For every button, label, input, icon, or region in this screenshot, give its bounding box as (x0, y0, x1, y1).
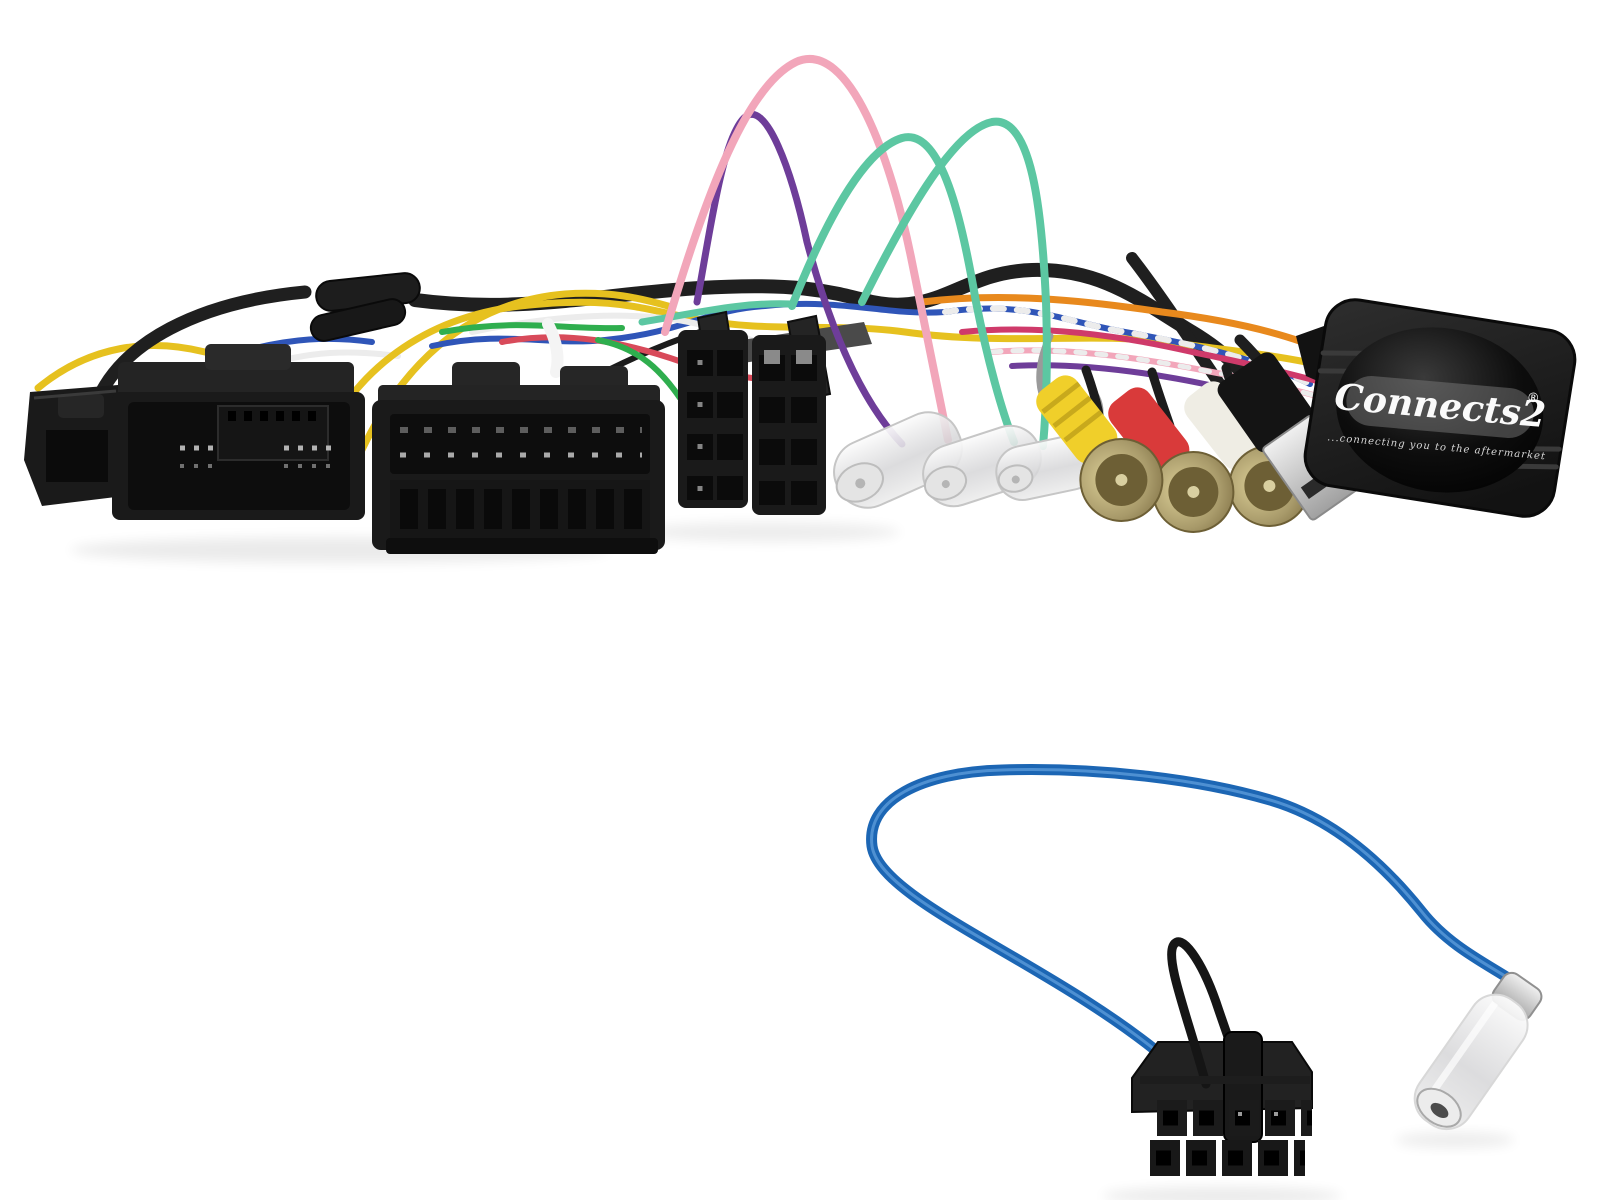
rca-red-boot (1108, 387, 1190, 476)
shadow-mid (640, 522, 900, 542)
din-antenna-socket (1413, 971, 1543, 1131)
logo-registered-mark: ® (1526, 391, 1540, 407)
cable-tie (542, 318, 564, 378)
connector-b-cavity (390, 414, 650, 474)
rca-red-pin (1187, 485, 1200, 498)
rca-plug-red (1108, 387, 1235, 533)
oem-connector-b (372, 362, 665, 554)
bullet-terminals (833, 411, 1097, 509)
y-sleeve-lower (309, 298, 407, 342)
swc-interface-module: Connects2 ® ...connecting you to the aft… (1296, 298, 1577, 518)
wire-purple-loop (693, 111, 906, 448)
iso-b-metal-pin-2 (796, 350, 812, 364)
sub-plug-highlight (33, 389, 117, 400)
sub-plug-cavity (46, 430, 108, 482)
connector-a-latch (205, 344, 291, 370)
rca-yellow-boot (1036, 375, 1118, 464)
antenna-cable (866, 764, 1526, 1068)
wire-green-main (439, 322, 625, 335)
iso-connector-a (678, 330, 748, 508)
oem-sub-plug (24, 385, 130, 506)
bullet-3-hole (1011, 475, 1020, 484)
wire-teal-run (638, 300, 796, 326)
rca-white-boot (1184, 381, 1266, 470)
molex-12pin-plug (1131, 937, 1313, 1176)
shadow-din (1395, 1132, 1515, 1148)
rca-yellow-rib-3 (1063, 409, 1103, 443)
bullet-1-hole (855, 478, 866, 489)
iso-connector-b (752, 335, 826, 515)
wire-teal-loop-2 (858, 117, 1051, 450)
rca-white-pin (1263, 479, 1276, 492)
y-split-sleeve (309, 272, 421, 342)
usb-body (1217, 352, 1314, 453)
din-sheen (1429, 1001, 1499, 1096)
wire-orange-right (918, 293, 1332, 356)
rca-yellow-rib-1 (1041, 381, 1081, 414)
rca-yellow-pin (1115, 473, 1128, 486)
wire-pinkwhite-twist (989, 347, 1335, 403)
din-socket-hole (1430, 1102, 1449, 1119)
bullet-terminal-1 (833, 411, 963, 509)
module-body-group: Connects2 ® ...connecting you to the aft… (1303, 298, 1577, 518)
iso-b-metal-pin-1 (764, 350, 780, 364)
rca-yellow-rib-2 (1052, 395, 1092, 429)
rca-plug-yellow (1036, 375, 1164, 522)
connector-b-lip (386, 538, 658, 554)
logo-band (1346, 375, 1534, 439)
bullet-2-hole (941, 480, 950, 489)
antenna-cable-highlight (870, 768, 1522, 1064)
wire-green-hook (595, 337, 683, 401)
wire-loops (661, 55, 1051, 450)
wire-teal-loop-1 (788, 133, 1018, 446)
shadow-molex (1102, 1187, 1342, 1200)
antenna-lead-blue (866, 764, 1526, 1068)
connector-a-top (118, 362, 354, 398)
y-sleeve-lower-body (309, 298, 407, 342)
rca-plugs (1036, 363, 1311, 533)
sub-plug-latch (58, 394, 104, 418)
oem-connector-a (112, 344, 365, 520)
wire-pink-loop (661, 55, 952, 444)
cable-sheath-arc (89, 285, 312, 411)
